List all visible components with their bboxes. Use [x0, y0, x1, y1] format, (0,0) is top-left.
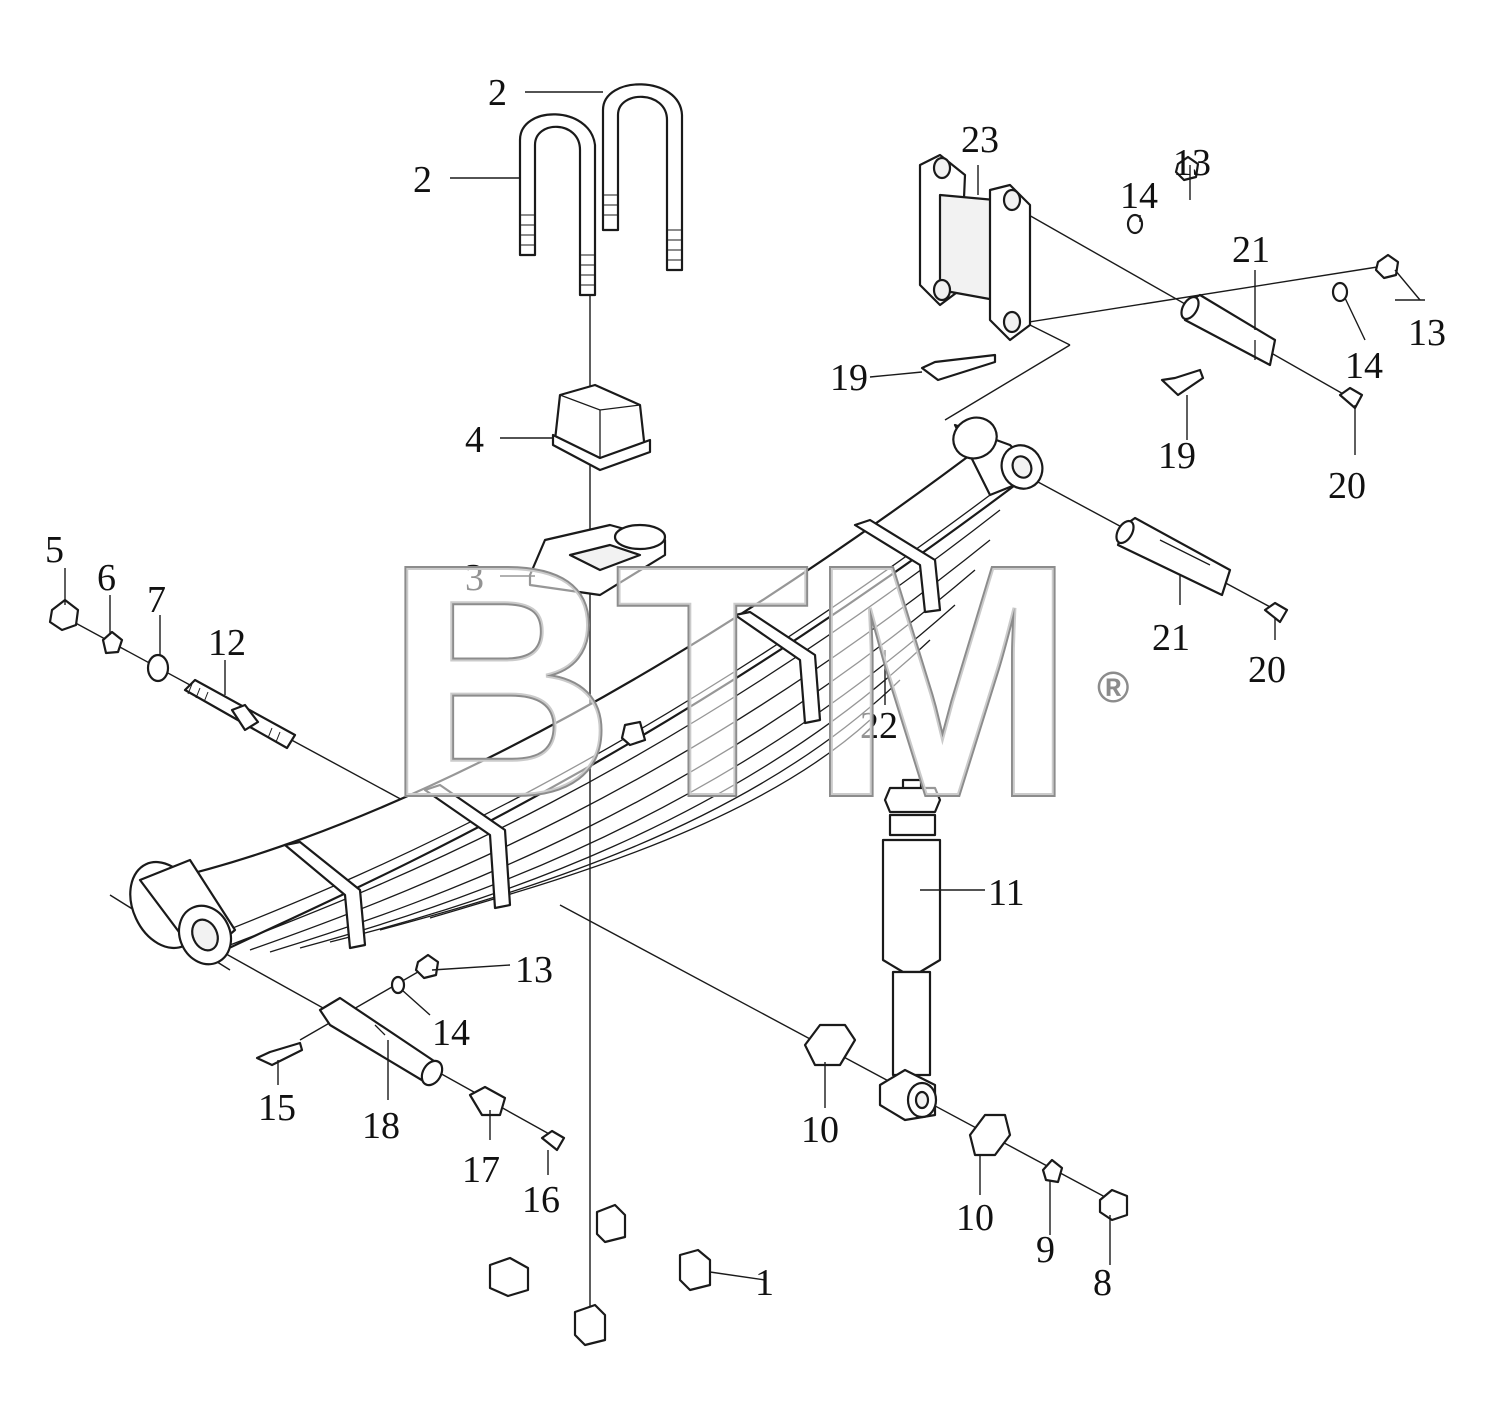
callout-14-front: 14 [432, 1012, 470, 1054]
shackle-pin-upper [1180, 293, 1277, 367]
callout-leaders [64, 91, 1425, 1281]
bump-stop [551, 383, 652, 472]
callout-21-upper: 21 [1232, 229, 1270, 271]
callout-10-left: 10 [801, 1109, 839, 1151]
callout-2-front-u-bolt: 2 [413, 159, 432, 201]
u-bolt-front [518, 113, 597, 297]
callout-22: 22 [860, 705, 898, 747]
callout-12: 12 [208, 622, 246, 664]
callout-19-pin: 19 [1158, 435, 1196, 477]
callout-23: 23 [961, 119, 999, 161]
callout-11: 11 [988, 872, 1025, 914]
callout-14-pin: 14 [1345, 345, 1383, 387]
callout-21-lower: 21 [1152, 617, 1190, 659]
callout-19-shackle: 19 [830, 357, 868, 399]
callout-5: 5 [45, 529, 64, 571]
hardware [48, 155, 1400, 1347]
callout-13-front: 13 [515, 949, 553, 991]
shackle-pin-lower [1115, 516, 1232, 597]
callout-4: 4 [465, 419, 484, 461]
watermark-registered-mark: ® [1097, 663, 1129, 712]
callout-14-shackle: 14 [1120, 175, 1158, 217]
callout-10-right: 10 [956, 1197, 994, 1239]
callout-20-lower: 20 [1248, 649, 1286, 691]
u-bolt-rear [601, 83, 684, 272]
callout-16: 16 [522, 1179, 560, 1221]
callout-labels: 1 2 2 3 4 5 6 7 8 9 10 10 11 12 13 13 13… [45, 72, 1446, 1304]
callout-17: 17 [462, 1149, 500, 1191]
stud [183, 678, 297, 750]
callout-18: 18 [362, 1105, 400, 1147]
callout-9: 9 [1036, 1229, 1055, 1271]
callout-20-upper: 20 [1328, 465, 1366, 507]
callout-7: 7 [147, 579, 166, 621]
spring-seat-pad [528, 523, 667, 597]
spring-pin-front [318, 996, 444, 1087]
callout-2-rear-u-bolt: 2 [488, 72, 507, 114]
callout-1: 1 [755, 1262, 774, 1304]
callout-6: 6 [97, 557, 116, 599]
shock-absorber [878, 778, 942, 1122]
shackle [918, 153, 1032, 342]
callout-15: 15 [258, 1087, 296, 1129]
watermark-text: BTM [385, 496, 1075, 865]
callout-3: 3 [465, 557, 484, 599]
watermark: BTM ® [383, 494, 1129, 867]
callout-13-pin: 13 [1408, 312, 1446, 354]
leaf-spring-pack [129, 416, 1044, 966]
callout-13-shackle: 13 [1173, 142, 1211, 184]
callout-8: 8 [1093, 1262, 1112, 1304]
